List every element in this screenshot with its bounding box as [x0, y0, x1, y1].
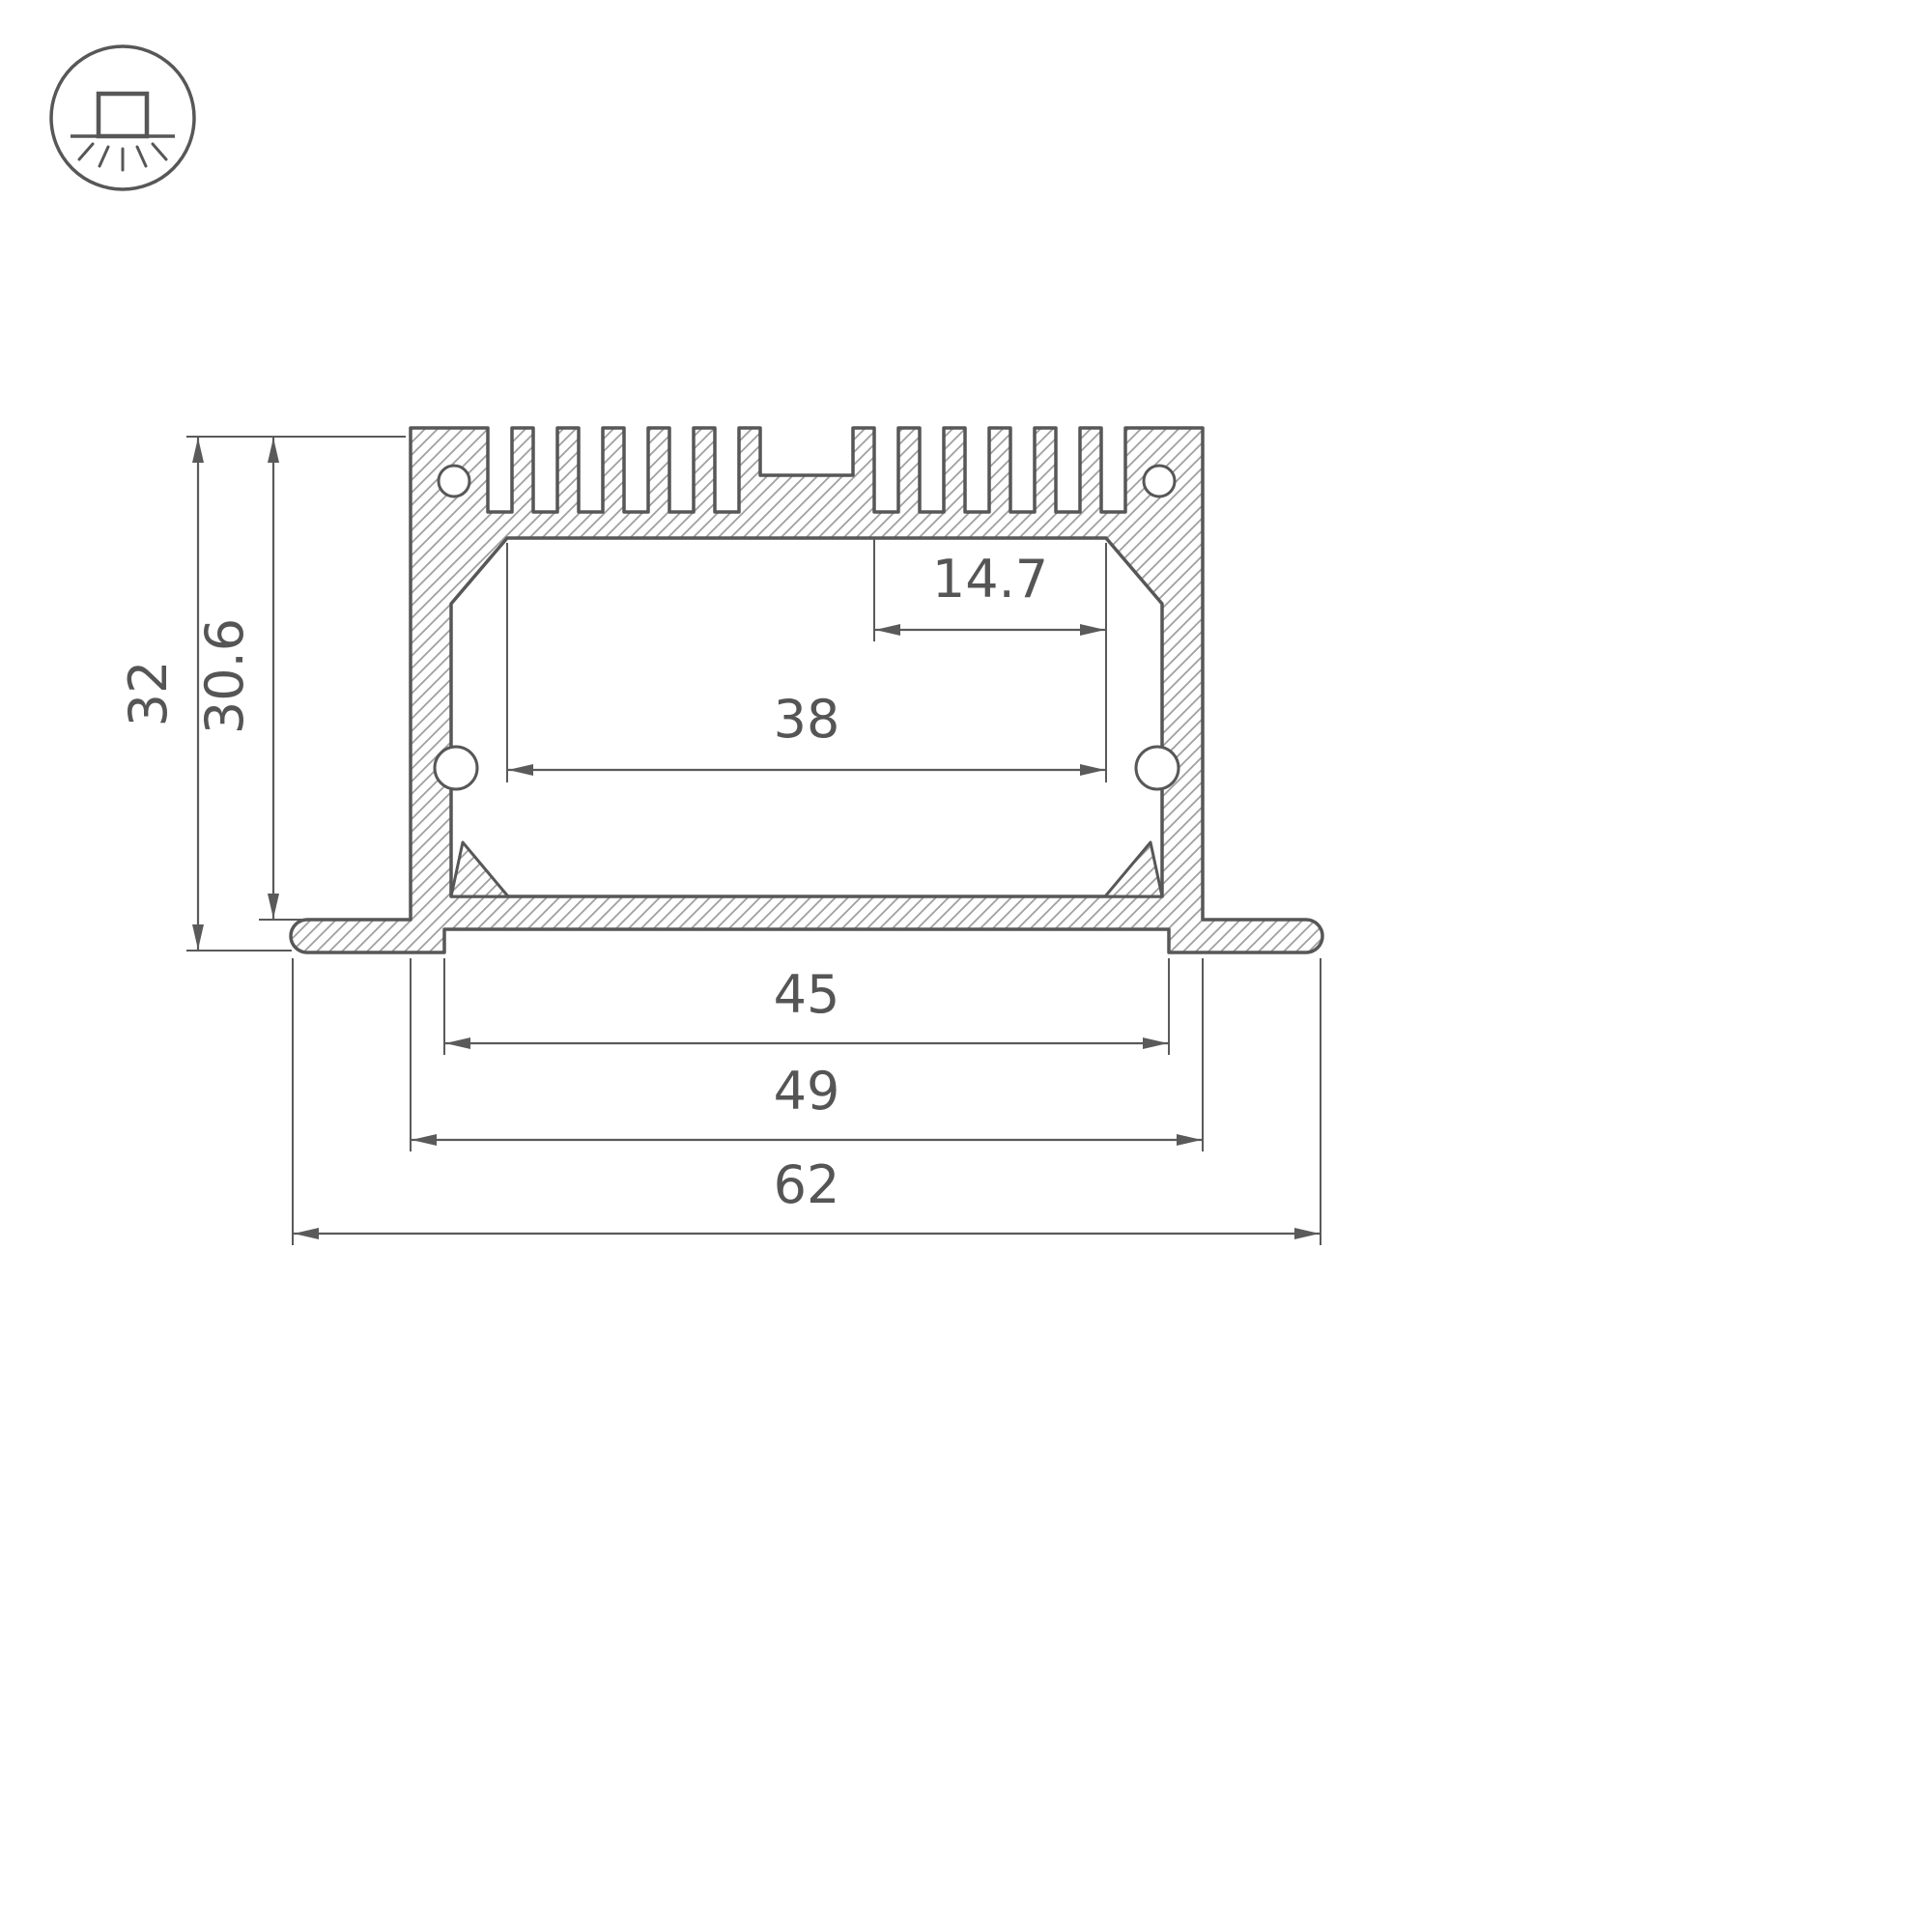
strip-clip-right: [1103, 840, 1164, 898]
profile-cross-section: [289, 426, 1324, 954]
dim-label-cavity-width: 38: [774, 689, 840, 750]
icon-light-rays: [77, 142, 168, 172]
screw-channel-left: [433, 745, 479, 791]
dim-label-overall-width: 62: [774, 1154, 840, 1215]
dim-inner-height: 30.6: [194, 438, 307, 921]
dim-body-width: 49: [410, 958, 1204, 1151]
dim-label-slot-width: 14.7: [932, 549, 1048, 610]
dim-overall-height: 32: [118, 436, 406, 952]
recessed-light-icon: [49, 44, 196, 191]
dim-label-overall-height: 32: [118, 661, 179, 727]
icon-fixture-square: [96, 91, 150, 139]
dim-slot-width: 14.7: [873, 539, 1107, 782]
dim-cavity-width: 38: [506, 543, 1105, 782]
hook-curl-left: [437, 464, 471, 498]
dim-label-base-width: 45: [774, 964, 840, 1025]
icon-circle: [49, 44, 196, 191]
dim-overall-width: 62: [292, 958, 1321, 1245]
dim-label-inner-height: 30.6: [194, 618, 255, 734]
screw-channel-right: [1134, 745, 1180, 791]
hook-curl-right: [1142, 464, 1177, 498]
dim-base-width: 45: [443, 958, 1170, 1055]
strip-clip-left: [449, 840, 510, 898]
dim-label-body-width: 49: [774, 1061, 840, 1122]
